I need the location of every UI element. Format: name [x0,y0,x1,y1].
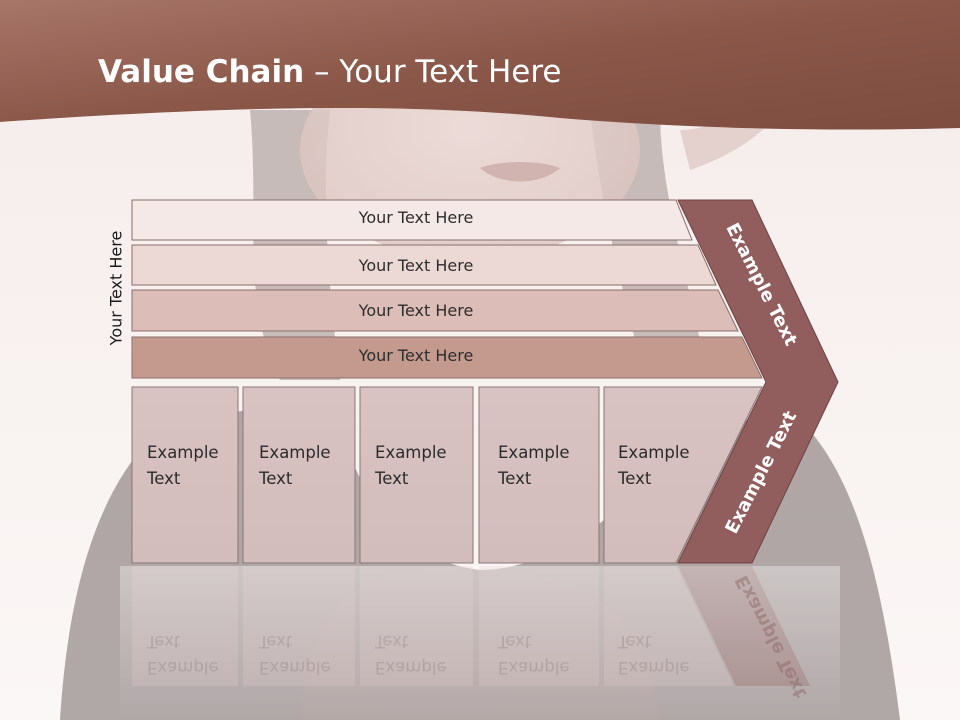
cell-label-5: Example Text [618,443,690,488]
cell-1 [131,386,239,564]
title-rest: – Your Text Here [304,54,562,90]
header-band [0,0,960,130]
cell-label-1: Example Text [147,443,219,488]
cell-3 [359,386,474,564]
cell-reflection-3: Example Text [375,632,447,677]
row-band-3 [131,289,739,332]
row-band-4 [131,336,763,379]
cell-reflection-5: Example Text [618,632,690,677]
cell-reflection-2: Example Text [259,632,331,677]
page-title: Value Chain – Your Text Here [98,54,561,90]
cell-5 [603,386,763,564]
side-label: Your Text Here [106,230,126,346]
cell-reflection-4: Example Text [498,632,570,677]
row-label-1: Your Text Here [358,208,474,227]
row-band-1 [131,199,693,241]
title-bold: Value Chain [98,54,305,90]
cell-2 [242,386,356,564]
chevron-shape [677,199,839,564]
row-label-2: Your Text Here [358,256,474,275]
row-band-2 [131,244,717,286]
cell-4 [478,386,600,564]
cell-reflection-1: Example Text [147,632,219,677]
row-label-4: Your Text Here [358,346,474,365]
cell-label-3: Example Text [375,443,447,488]
row-label-3: Your Text Here [358,301,474,320]
cell-label-4: Example Text [498,443,570,488]
cell-label-2: Example Text [259,443,331,488]
